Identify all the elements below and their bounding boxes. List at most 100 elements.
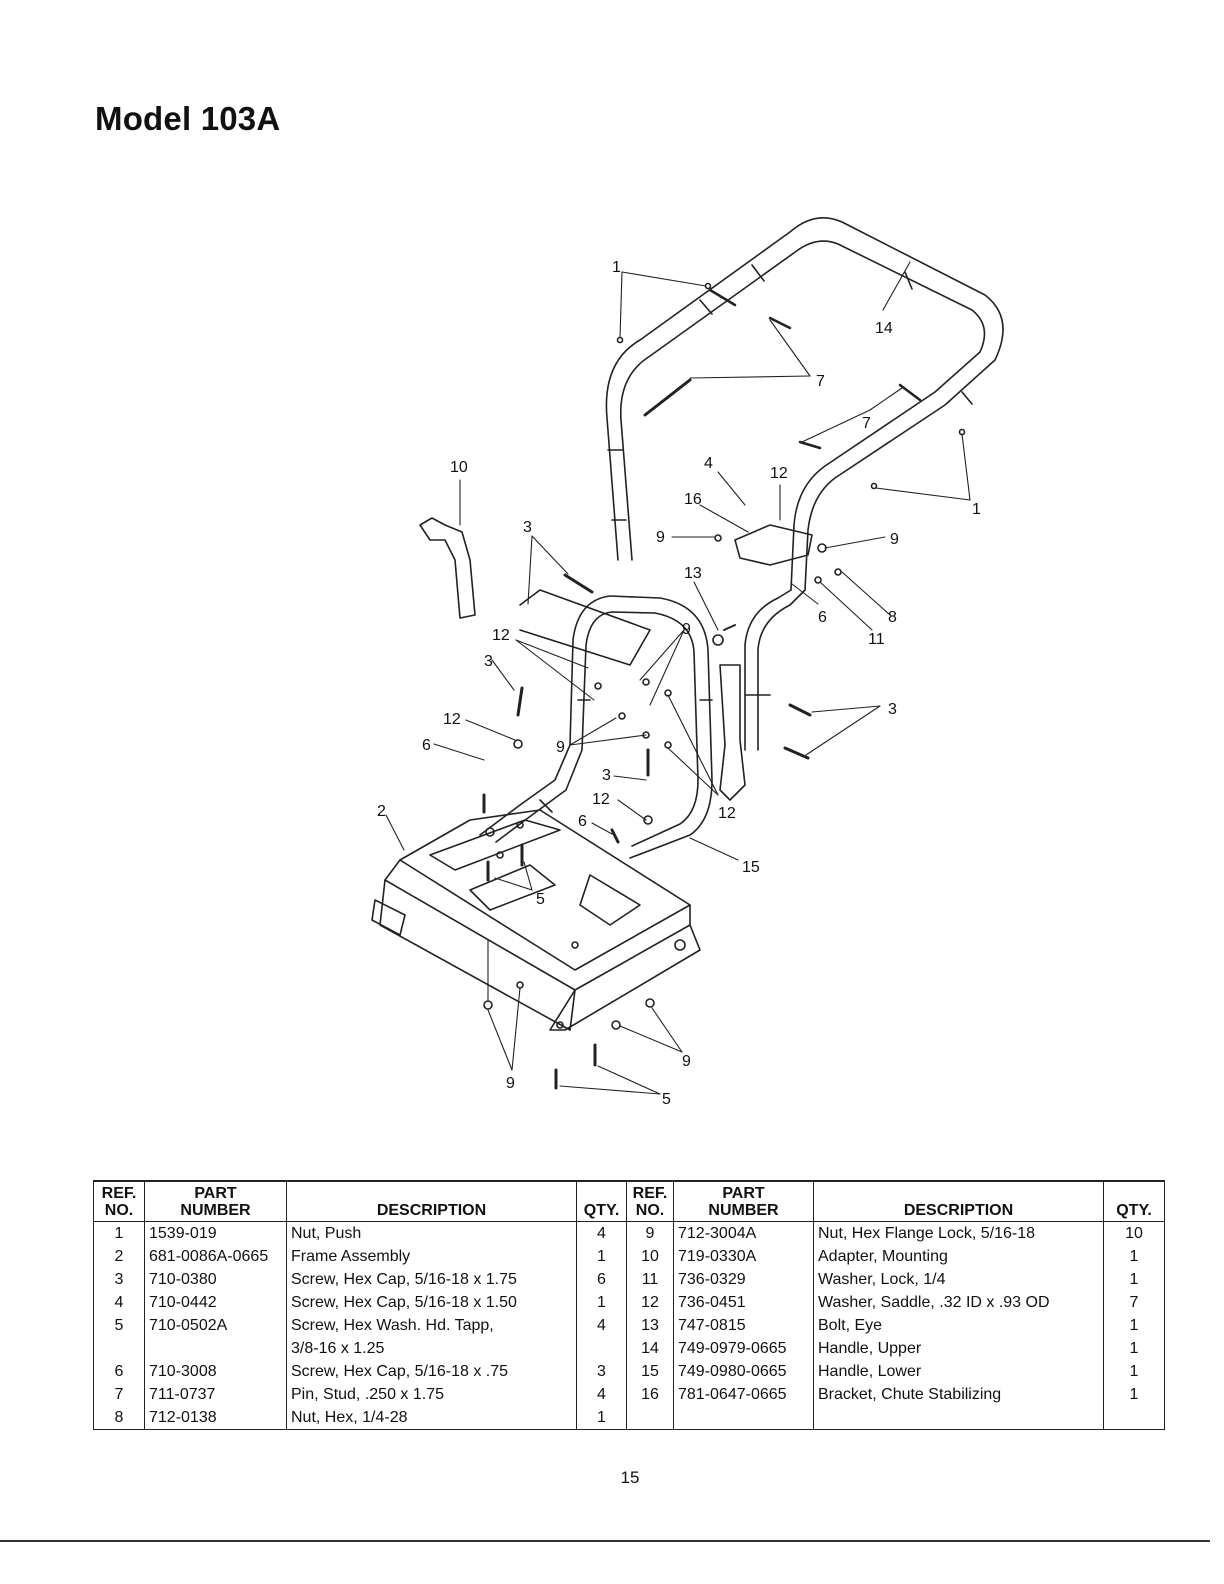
cell-qty: 4: [576, 1314, 627, 1337]
callout: 13: [684, 565, 702, 582]
leader-lines: [385, 261, 971, 1095]
page-number: 15: [620, 1468, 640, 1487]
cell-qty: 4: [576, 1221, 627, 1245]
table-header-row: REF. NO. PART NUMBER DESCRIPTION QTY. RE…: [93, 1180, 1165, 1222]
cell-ref: 1: [93, 1221, 145, 1245]
header-ref: REF. NO.: [93, 1180, 145, 1222]
cell-part: 710-0380: [144, 1268, 287, 1291]
callout: 12: [718, 805, 736, 822]
cell-ref: 9: [626, 1221, 674, 1245]
cell-desc: Frame Assembly: [286, 1245, 577, 1268]
cell-qty: 1: [576, 1245, 627, 1268]
cell-part: 1539-019: [144, 1221, 287, 1245]
cell-ref: 12: [626, 1291, 674, 1314]
header-qty: QTY.: [1103, 1180, 1165, 1222]
parts-list-table: REF. NO. PART NUMBER DESCRIPTION QTY. RE…: [93, 1180, 1165, 1430]
bottom-rule: [0, 1540, 1210, 1542]
callout: 7: [816, 373, 825, 390]
cell-part: 712-3004A: [673, 1221, 814, 1245]
header-description: DESCRIPTION: [813, 1180, 1104, 1222]
cell-qty: 1: [1103, 1360, 1165, 1383]
callout: 9: [556, 739, 565, 756]
cell-part: 681-0086A-0665: [144, 1245, 287, 1268]
callout: 12: [443, 711, 461, 728]
lower-handle: [479, 595, 713, 859]
cell-ref: 14: [626, 1337, 674, 1360]
callout: 3: [888, 701, 897, 718]
page-title: Model 103A: [95, 100, 281, 137]
cell-part: 736-0329: [673, 1268, 814, 1291]
callout: 14: [875, 320, 893, 337]
header-part-number: PART NUMBER: [144, 1180, 287, 1222]
cell-part: [144, 1337, 287, 1360]
cell-qty: 1: [1103, 1314, 1165, 1337]
callout: 12: [770, 465, 788, 482]
cell-ref: 6: [93, 1360, 145, 1383]
cell-part: 736-0451: [673, 1291, 814, 1314]
callout: 9: [506, 1075, 515, 1092]
callout: 2: [377, 803, 386, 820]
cell-desc: Handle, Upper: [813, 1337, 1104, 1360]
cell-part: 719-0330A: [673, 1245, 814, 1268]
callout: 1: [972, 501, 981, 518]
cell-qty: 10: [1103, 1221, 1165, 1245]
callout: 1: [612, 259, 621, 276]
cell-part: [673, 1406, 814, 1430]
callout: 9: [890, 531, 899, 548]
callout: 9: [682, 1053, 691, 1070]
frame-assembly: [371, 809, 701, 1031]
cell-ref: 3: [93, 1268, 145, 1291]
callout: 11: [868, 631, 885, 648]
cell-desc: Nut, Hex Flange Lock, 5/16-18: [813, 1221, 1104, 1245]
chute-stabilizing-bracket: [734, 524, 813, 566]
cell-ref: [93, 1337, 145, 1360]
cell-part: 747-0815: [673, 1314, 814, 1337]
callout: 9: [682, 621, 691, 638]
header-qty: QTY.: [576, 1180, 627, 1222]
cell-part: 712-0138: [144, 1406, 287, 1430]
cell-part: 749-0980-0665: [673, 1360, 814, 1383]
callout: 8: [888, 609, 897, 626]
cell-ref: [626, 1406, 674, 1430]
cell-ref: 15: [626, 1360, 674, 1383]
cell-part: 711-0737: [144, 1383, 287, 1406]
cell-desc: Handle, Lower: [813, 1360, 1104, 1383]
cell-part: 710-0502A: [144, 1314, 287, 1337]
cell-part: 710-0442: [144, 1291, 287, 1314]
cell-part: 781-0647-0665: [673, 1383, 814, 1406]
cell-ref: 7: [93, 1383, 145, 1406]
callout: 7: [862, 415, 871, 432]
callout: 4: [704, 455, 713, 472]
header-ref: REF. NO.: [626, 1180, 674, 1222]
cell-desc: Nut, Hex, 1/4-28: [286, 1406, 577, 1430]
callout: 5: [662, 1091, 671, 1108]
callout: 6: [578, 813, 587, 830]
callout: 6: [422, 737, 431, 754]
cell-qty: 1: [1103, 1268, 1165, 1291]
callout: 5: [536, 891, 545, 908]
cell-qty: 7: [1103, 1291, 1165, 1314]
callout: 3: [602, 767, 611, 784]
cell-ref: 10: [626, 1245, 674, 1268]
mounting-adapter: [419, 517, 476, 619]
cell-qty: [576, 1337, 627, 1360]
callout: 9: [656, 529, 665, 546]
upper-handle: [605, 216, 1004, 591]
cell-desc: 3/8-16 x 1.25: [286, 1337, 577, 1360]
cell-desc: Screw, Hex Wash. Hd. Tapp,: [286, 1314, 577, 1337]
cell-desc: [813, 1406, 1104, 1430]
cell-qty: 1: [576, 1406, 627, 1430]
callout: 3: [523, 519, 532, 536]
exploded-parts-diagram: 1 7 14 7 1 10 4 12 16 9 9 3 13 6 8 11 12…: [371, 216, 1004, 1108]
cell-ref: 16: [626, 1383, 674, 1406]
callout: 3: [484, 653, 493, 670]
cell-desc: Bracket, Chute Stabilizing: [813, 1383, 1104, 1406]
cell-desc: Bolt, Eye: [813, 1314, 1104, 1337]
cell-qty: 6: [576, 1268, 627, 1291]
cell-qty: [1103, 1406, 1165, 1430]
